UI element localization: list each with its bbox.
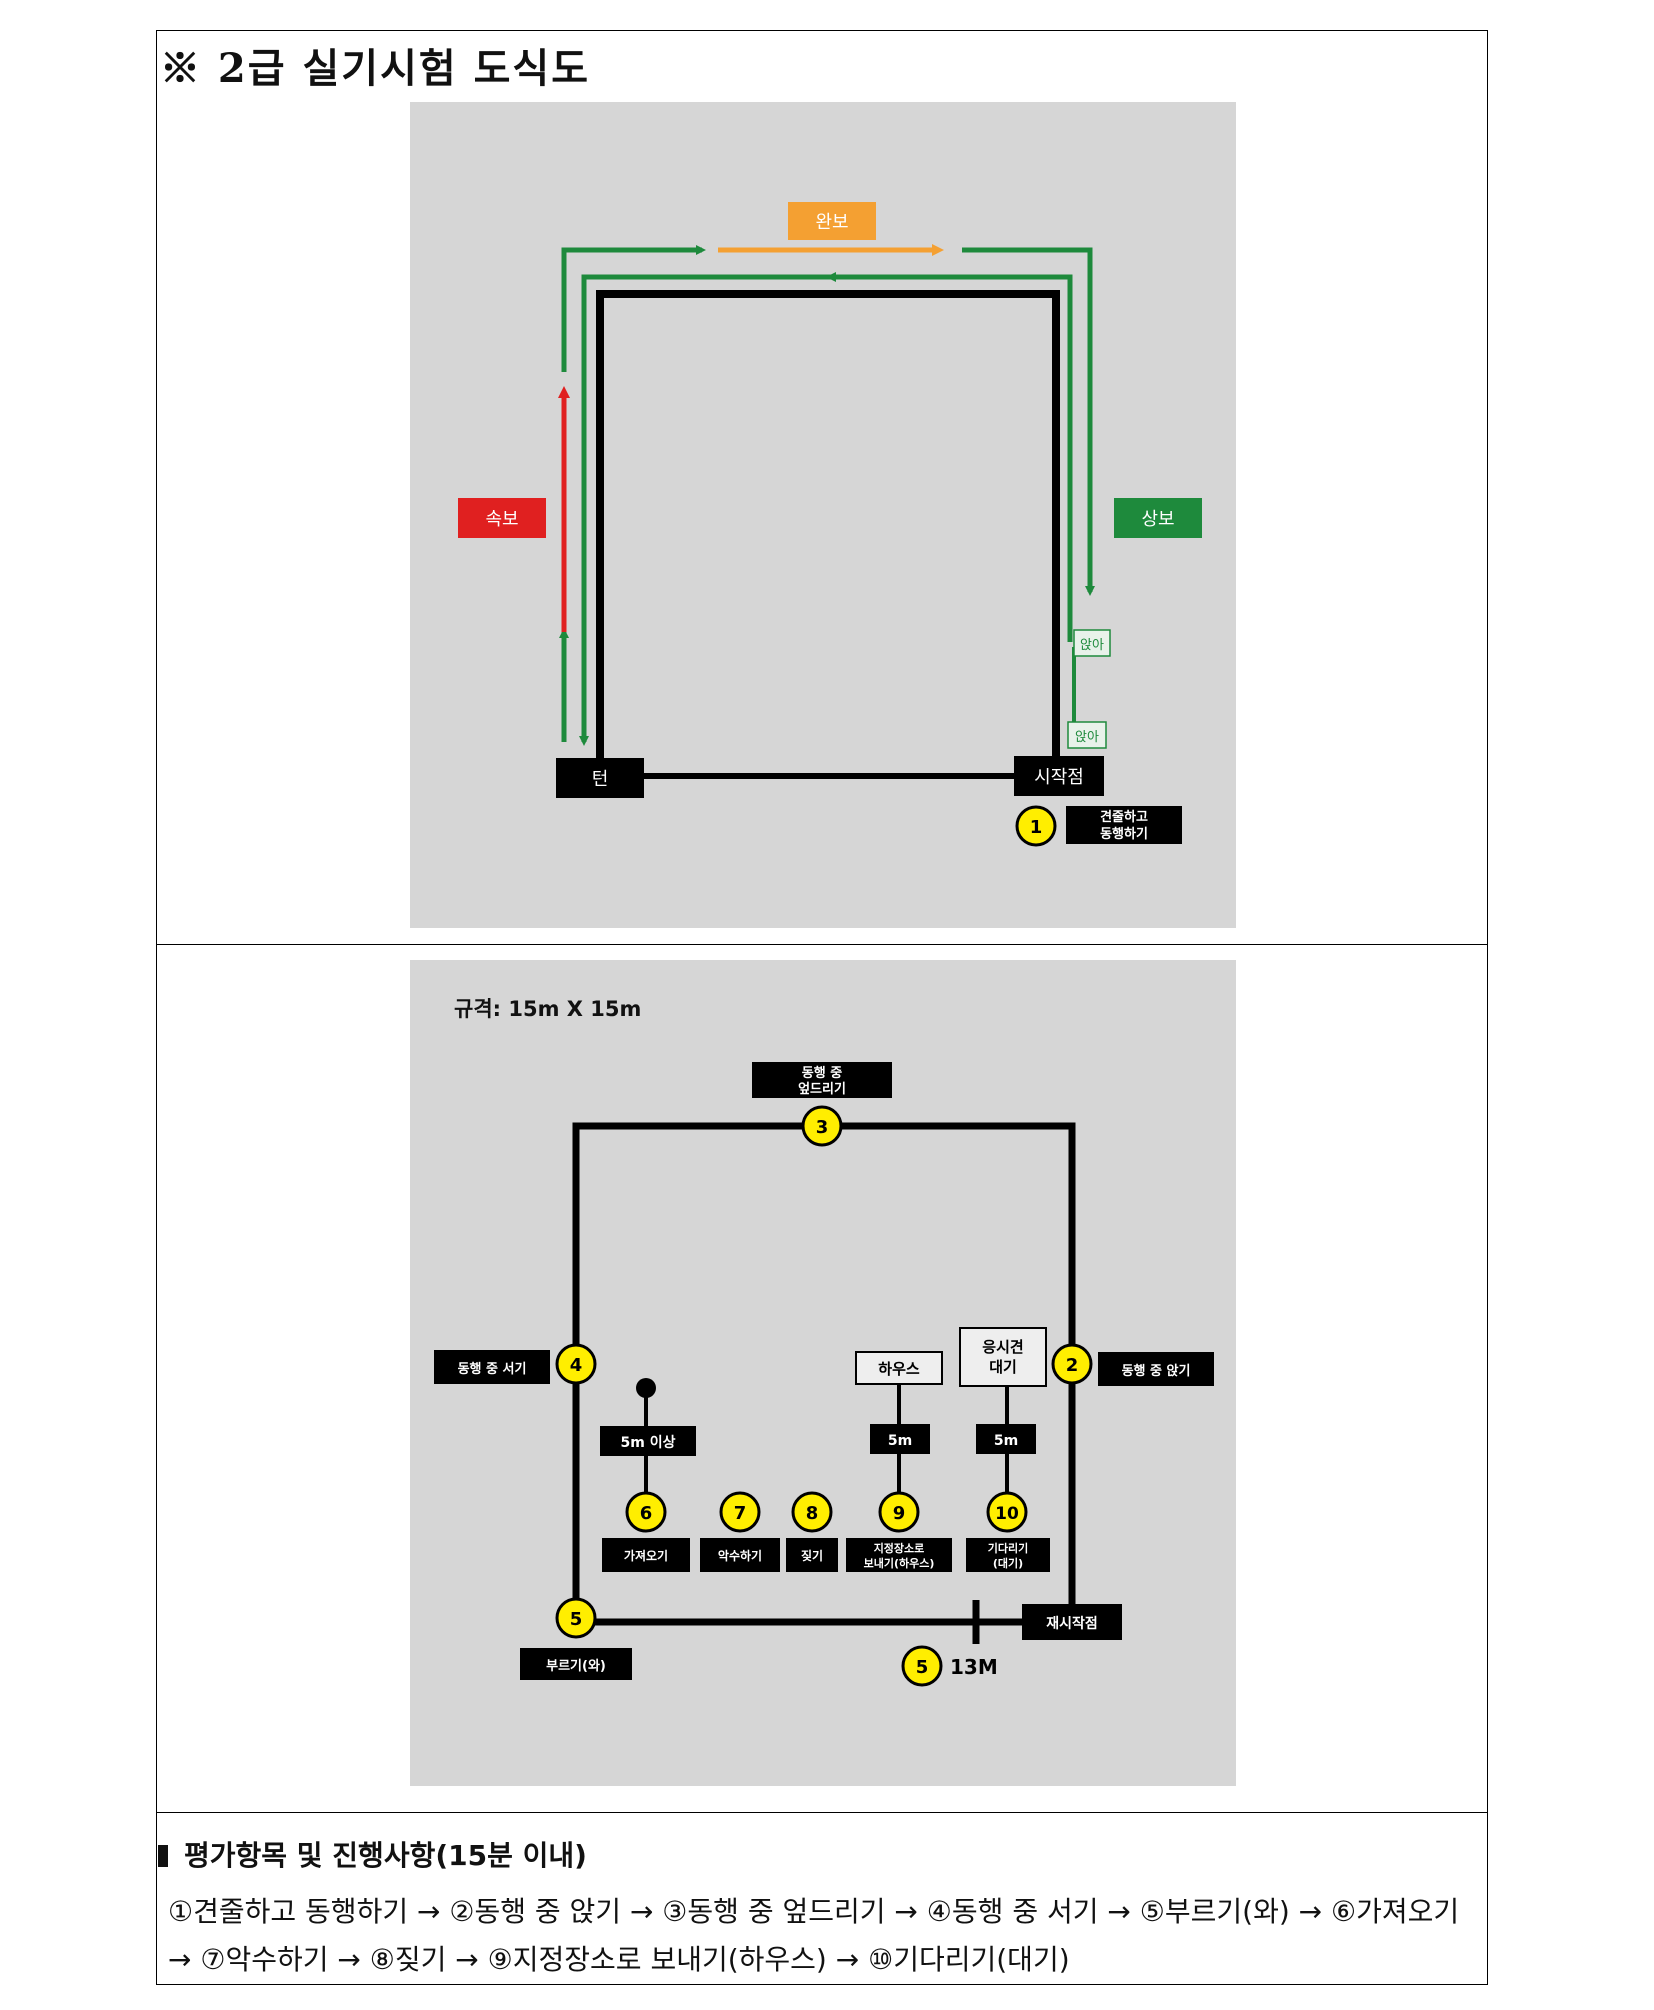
normal-label-box (1114, 498, 1202, 538)
dist-5m-plus-label: 5m 이상 (621, 1434, 676, 1451)
course-outline (596, 290, 1060, 776)
task-5-label: 부르기(와) (546, 1658, 606, 1674)
task-1-line2: 동행하기 (1100, 826, 1148, 842)
marker-8-number: 8 (806, 1503, 819, 1524)
marker-6 (625, 1491, 667, 1533)
marker-2-number: 2 (1066, 1355, 1079, 1376)
slow-label: 완보 (815, 212, 848, 233)
dist-5m-plus-box (600, 1426, 696, 1456)
slow-label-box (788, 202, 876, 240)
marker-5-number: 5 (570, 1609, 583, 1630)
square-bullet-icon (158, 1845, 168, 1867)
task-9-box (846, 1538, 952, 1572)
green-arrow-right-down (962, 247, 1095, 596)
handler-wait-box (959, 1327, 1047, 1387)
start-label: 시작점 (1034, 767, 1084, 788)
dist-5m-b-box (976, 1424, 1036, 1454)
divider-1 (156, 944, 1488, 945)
task-10-box (966, 1538, 1050, 1572)
marker-8 (791, 1491, 833, 1533)
marker-9-number: 9 (893, 1503, 906, 1524)
gait-course-diagram: 완보 속보 상보 앉아 앉아 턴 시작점 1 견줄하고 동행하기 (410, 102, 1236, 928)
evaluation-steps: ①견줄하고 동행하기 → ②동행 중 앉기 → ③동행 중 엎드리기 → ④동행… (168, 1895, 1460, 1976)
fast-label-box (458, 498, 546, 538)
task-course-diagram: 규격: 15m X 15m 동행 중 엎드리기 3 동행 중 서기 4 2 동행… (410, 960, 1236, 1786)
marker-7-number: 7 (734, 1503, 747, 1524)
task-6-box (602, 1538, 690, 1572)
marker-10 (986, 1491, 1028, 1533)
green-inner-top-path (828, 274, 1073, 642)
marker-1 (1015, 805, 1057, 847)
marker-5-distance (901, 1645, 943, 1687)
task-2-label: 동행 중 앉기 (1122, 1363, 1191, 1379)
fast-label: 속보 (485, 509, 518, 530)
marker-4 (555, 1343, 597, 1385)
evaluation-heading-text: 평가항목 및 진행사항(15분 이내) (184, 1839, 587, 1872)
marker-4-number: 4 (570, 1355, 583, 1376)
marker-10-number: 10 (995, 1504, 1019, 1524)
green-inner-left-down (579, 274, 828, 746)
marker-5 (555, 1597, 597, 1639)
task-8-box (786, 1538, 838, 1572)
sit-label-1: 앉아 (1080, 638, 1104, 653)
task-9-line1: 지정장소로 (874, 1541, 925, 1555)
house-label: 하우스 (878, 1360, 920, 1378)
page-title: ※ 2급 실기시험 도식도 (160, 45, 591, 92)
dist-5m-a-label: 5m (888, 1433, 912, 1449)
marker-6-number: 6 (640, 1503, 653, 1524)
task-1-box (1066, 806, 1182, 844)
restart-label: 재시작점 (1046, 1615, 1098, 1632)
dist-5m-b-label: 5m (994, 1433, 1018, 1449)
divider-2 (156, 1812, 1488, 1813)
task-10-line1: 기다리기 (988, 1541, 1028, 1555)
dist-5m-a-box (870, 1424, 930, 1454)
task-7-box (700, 1538, 780, 1572)
marker-1-number: 1 (1030, 817, 1043, 838)
task-1-line1: 견줄하고 (1100, 809, 1148, 825)
task-8-label: 짖기 (801, 1548, 823, 1563)
spec-label: 규격: 15m X 15m (454, 997, 641, 1021)
distance-13m-label: 13M (950, 1655, 998, 1679)
sit-label-box-2 (1067, 721, 1107, 749)
evaluation-heading: 평가항목 및 진행사항(15분 이내) (158, 1834, 587, 1874)
marker-2 (1051, 1343, 1093, 1385)
marker-7 (719, 1491, 761, 1533)
turn-label: 턴 (592, 769, 609, 790)
task-2-box (1098, 1352, 1214, 1386)
task-6-label: 가져오기 (624, 1548, 668, 1563)
task-3-line1: 동행 중 (802, 1065, 842, 1081)
sit-label-box-1 (1073, 629, 1111, 657)
handler-wait-line1: 응시견 (982, 1338, 1023, 1356)
house-box (855, 1351, 943, 1385)
restart-box (1022, 1604, 1122, 1640)
task-4-box (434, 1350, 550, 1384)
marker-9 (878, 1491, 920, 1533)
task-3-box (752, 1062, 892, 1098)
task-9-line2: 보내기(하우스) (864, 1556, 935, 1570)
marker-3-number: 3 (816, 1117, 829, 1138)
task-3-line2: 엎드리기 (798, 1081, 846, 1097)
start-box (1014, 756, 1104, 796)
turn-box (556, 758, 644, 798)
sit-label-2: 앉아 (1075, 730, 1099, 745)
handler-wait-line2: 대기 (989, 1358, 1017, 1376)
marker-3 (801, 1105, 843, 1147)
task-5-box (520, 1648, 632, 1680)
outer-frame (156, 30, 1488, 1985)
task-7-label: 악수하기 (718, 1548, 762, 1563)
normal-label: 상보 (1141, 509, 1174, 530)
marker-5b-number: 5 (916, 1657, 929, 1678)
task-4-label: 동행 중 서기 (458, 1361, 527, 1377)
task-10-line2: (대기) (993, 1556, 1023, 1570)
green-arrow-top-left (561, 245, 706, 372)
